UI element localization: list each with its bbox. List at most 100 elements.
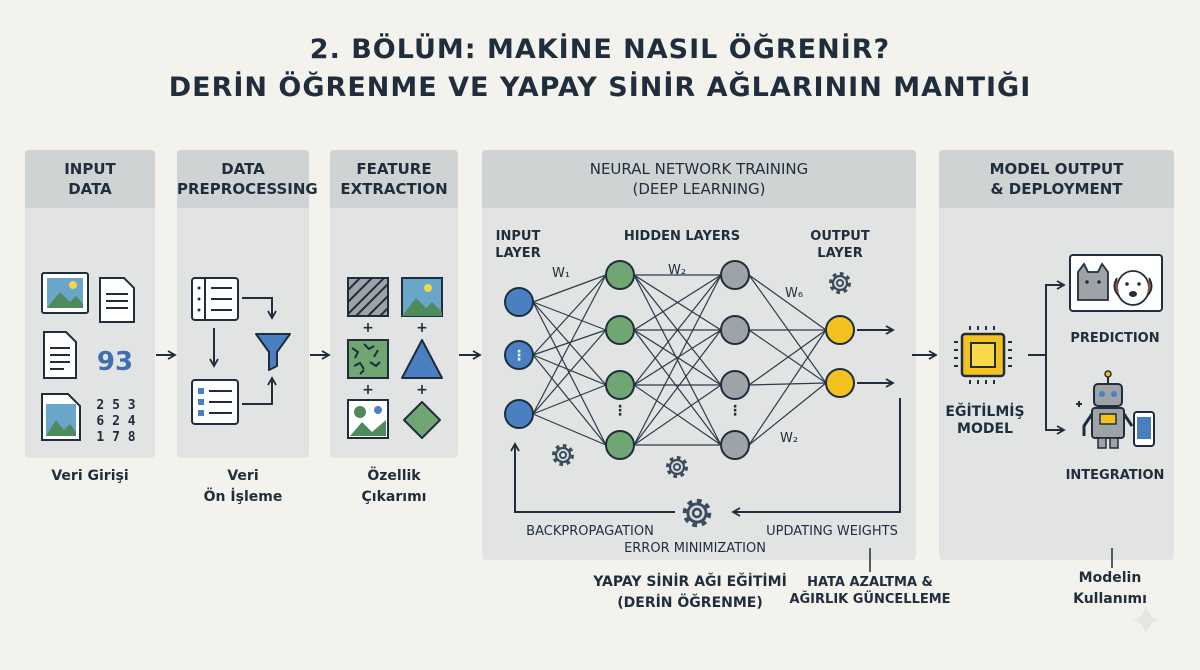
gear-icon [829,272,851,294]
network-edge [532,301,607,446]
gear-icon [666,456,688,478]
hidden-node-2 [720,430,750,460]
network-edge [748,382,827,386]
hidden-node-1 [605,260,635,290]
weight-w2-lower: W₂ [780,431,799,446]
digits-row-3: 1 7 8 [96,430,135,445]
network-edge [633,329,722,446]
arrow-to-prediction [1028,280,1066,356]
triangle-icon [401,339,443,379]
hidden-node-2 [720,260,750,290]
trained-model-label: EĞİTİLMİŞ MODEL [945,404,1025,437]
checklist-icon [191,379,239,425]
robot-icon [1076,370,1155,449]
preprocessing-caption: Veri Ön İşleme [203,468,283,505]
training-header: NEURAL NETWORK TRAINING (DEEP LEARNING) [482,150,916,208]
hidden-node-1 [605,370,635,400]
number-93: 93 [97,347,133,377]
network-connections [532,274,827,446]
network-edge [633,274,722,446]
network-edge [532,354,607,386]
landscape-icon [401,277,443,317]
filter-icon [255,333,291,371]
model-output-header: MODEL OUTPUT & DEPLOYMENT [939,150,1174,208]
cat-dog-icon [1069,254,1163,312]
ellipsis: ⋮ [728,403,742,419]
plus-sign: + [416,320,428,336]
network-edge [532,413,607,446]
hidden-node-1 [605,315,635,345]
network-edge [633,384,722,446]
hidden-node-1 [605,430,635,460]
photo-file-icon [41,393,81,441]
arrow-from-checklist [242,376,277,405]
prediction-label: PREDICTION [1070,331,1160,346]
weight-w2: W₂ [668,263,687,278]
feature-extraction-caption: Özellik Çıkarımı [361,468,427,505]
network-edge [748,329,827,446]
network-edge [633,329,722,386]
chip-icon [954,326,1012,384]
preprocessing-header: DATA PREPROCESSING [177,150,318,208]
ellipsis: ⋮ [613,403,627,419]
weight-w6: W₆ [785,286,804,301]
network-edge [532,301,607,331]
network-edge [748,329,827,386]
error-minimization-label: ERROR MINIMIZATION [624,541,766,556]
training-caption: YAPAY SİNİR AĞI EĞİTİMİ (DERİN ÖĞRENME) [593,574,787,611]
ellipsis: ⋮ [512,348,526,364]
digits-row-1: 2 5 3 [96,398,135,413]
updating-weights-label: UPDATING WEIGHTS [766,524,898,539]
network-edge [748,274,827,331]
list-icon [191,277,239,321]
shapes-texture-icon [347,399,389,439]
digits-row-2: 6 2 4 [96,414,135,429]
network-edge [633,274,722,331]
output-node [825,368,855,398]
input-node [504,399,534,429]
deployment-caption: Modelin Kullanımı [1073,570,1147,607]
input-data-header: INPUT DATA [25,150,155,208]
network-edge [748,329,827,384]
arrow-to-integration [1045,355,1066,435]
network-edge [748,382,827,446]
text-document-icon [43,331,77,379]
hidden-node-2 [720,315,750,345]
input-layer-label: INPUT LAYER [495,229,541,261]
title-line-1: 2. BÖLÜM: MAKİNE NASIL ÖĞRENİR? [309,34,891,65]
training-panel: NEURAL NETWORK TRAINING (DEEP LEARNING) [482,150,916,560]
output-node [825,315,855,345]
plus-sign: + [416,382,428,398]
backpropagation-label: BACKPROPAGATION [526,524,654,539]
network-edge [532,274,607,415]
hidden-layers-label: HIDDEN LAYERS [623,229,741,244]
arrow-to-filter [242,297,277,320]
plus-sign: + [362,382,374,398]
title-line-2: DERİN ÖĞRENME VE YAPAY SİNİR AĞLARININ M… [168,72,1032,103]
output-layer-label: OUTPUT LAYER [810,229,870,261]
input-node [504,340,534,370]
green-pattern-icon [347,339,389,379]
network-edge [532,274,607,356]
network-edge [532,274,607,303]
network-edge [633,274,722,386]
hidden-node-2 [720,370,750,400]
weight-w1: W₁ [552,266,571,281]
network-edge [532,329,607,356]
feedback-arrow-left [510,442,675,513]
network-edge [748,274,827,384]
feedback-arrow-right [731,398,901,517]
input-node [504,287,534,317]
integration-label: INTEGRATION [1065,468,1165,483]
hatched-texture-icon [347,277,389,317]
error-reduction-note: HATA AZALTMA & AĞIRLIK GÜNCELLEME [789,575,951,607]
feature-extraction-header: FEATURE EXTRACTION [330,150,458,208]
sparkle-icon [1132,606,1160,634]
gear-icon [552,444,574,466]
network-edge [532,329,607,415]
network-edge [532,384,607,415]
plus-sign: + [362,320,374,336]
input-data-caption: Veri Girişi [51,468,129,484]
gear-icon [685,501,708,524]
